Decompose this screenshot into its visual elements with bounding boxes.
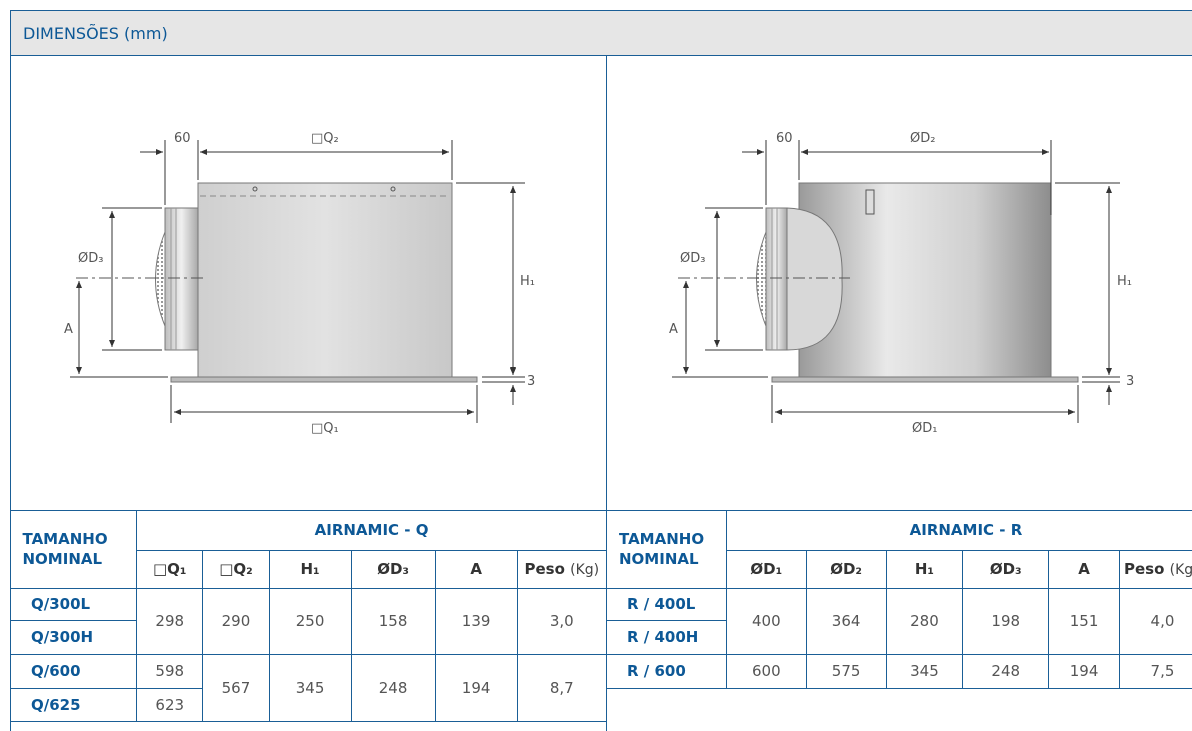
box-screw: [252, 186, 258, 192]
col-header: A: [434, 549, 518, 589]
vertical-divider: [606, 56, 607, 731]
table-airnamic-q: TAMANHO NOMINAL AIRNAMIC - Q □Q₁ □Q₂ H₁ …: [9, 510, 608, 722]
dim-d3: ØD₃: [78, 251, 103, 266]
cell: 575: [805, 653, 887, 689]
col-header: H₁: [885, 549, 964, 589]
col-header: ØD₂: [805, 549, 887, 589]
weight-label: Peso: [524, 560, 565, 578]
content-frame: [10, 55, 1192, 731]
table-row-label: R / 400L: [606, 587, 727, 621]
table-airnamic-r: TAMANHO NOMINAL AIRNAMIC - R ØD₁ ØD₂ H₁ …: [606, 510, 1192, 689]
ceiling-plate: [771, 376, 1079, 383]
dim-3: 3: [527, 374, 535, 389]
plenum-dome: [786, 207, 843, 351]
col-header: A: [1048, 549, 1120, 589]
col-header: H₁: [268, 549, 352, 589]
dim-a: A: [64, 322, 73, 337]
dim-60: 60: [776, 131, 793, 146]
col-header: □Q₂: [202, 549, 270, 589]
cell: 298: [136, 587, 204, 655]
cell: 623: [136, 687, 204, 722]
dim-d1: ØD₁: [912, 421, 937, 436]
cell: 364: [805, 587, 887, 655]
cell: 248: [962, 653, 1050, 689]
model-header: AIRNAMIC - R: [725, 510, 1192, 551]
table-row-label: Q/625: [9, 687, 138, 722]
cell: 250: [268, 587, 352, 655]
cell: 158: [350, 587, 436, 655]
bracket-icon: [865, 189, 875, 215]
cell: 8,7: [516, 653, 608, 722]
model-header: AIRNAMIC - Q: [136, 510, 607, 551]
collar: [164, 207, 199, 351]
size-header-line2: NOMINAL: [619, 549, 699, 568]
dim-3: 3: [1126, 374, 1134, 389]
dim-q2: □Q₂: [311, 131, 339, 146]
cell: 151: [1048, 587, 1120, 655]
size-header-line1: TAMANHO: [22, 529, 108, 548]
size-header: TAMANHO NOMINAL: [606, 510, 727, 589]
col-header: ØD₃: [350, 549, 436, 589]
ceiling-plate: [170, 376, 478, 383]
cell: 194: [1048, 653, 1120, 689]
col-header: ØD₁: [725, 549, 807, 589]
dim-a: A: [669, 322, 678, 337]
cell: 139: [434, 587, 518, 655]
col-header: □Q₁: [136, 549, 204, 589]
cell: 280: [885, 587, 964, 655]
cell: 7,5: [1118, 653, 1192, 689]
table-row-label: Q/300L: [9, 587, 138, 621]
dim-q1: □Q₁: [311, 421, 339, 436]
cell: 598: [136, 653, 204, 689]
dim-h1: H₁: [1117, 274, 1132, 289]
table-row-label: Q/600: [9, 653, 138, 689]
dim-d3: ØD₃: [680, 251, 705, 266]
section-title: DIMENSÕES (mm): [23, 24, 168, 43]
cell: 345: [268, 653, 352, 722]
perforated-face: [756, 231, 767, 327]
cell: 290: [202, 587, 270, 655]
technical-drawings: 60 □Q₂ H₁ ØD₃ A 3 □Q₁: [64, 131, 1134, 436]
drawing-q: 60 □Q₂ H₁ ØD₃ A 3 □Q₁: [64, 131, 535, 436]
drawing-r: 60 ØD₂ H₁ ØD₃ A 3 ØD₁: [669, 131, 1134, 436]
cell: 198: [962, 587, 1050, 655]
dim-h1: H₁: [520, 274, 535, 289]
cell: 400: [725, 587, 807, 655]
cell: 248: [350, 653, 436, 722]
weight-unit: (Kg): [1169, 562, 1192, 578]
size-header: TAMANHO NOMINAL: [10, 510, 138, 589]
table-row-label: Q/300H: [9, 619, 138, 655]
size-header-line1: TAMANHO: [619, 529, 705, 548]
weight-label: Peso: [1123, 560, 1165, 578]
size-header-line2: NOMINAL: [22, 549, 103, 568]
dim-60: 60: [174, 131, 191, 146]
cell: 600: [725, 653, 807, 689]
col-header-weight: Peso (Kg): [516, 549, 608, 589]
perforated-face: [155, 231, 166, 327]
cell: 4,0: [1118, 587, 1192, 655]
cell: 194: [434, 653, 518, 722]
box-screw: [390, 186, 396, 192]
cell: 345: [885, 653, 964, 689]
cell: 567: [202, 653, 270, 722]
table-row-label: R / 400H: [606, 619, 727, 655]
dim-d2: ØD₂: [910, 131, 935, 146]
col-header: ØD₃: [962, 549, 1050, 589]
table-row-label: R / 600: [606, 653, 727, 689]
col-header-weight: Peso (Kg): [1118, 549, 1192, 589]
weight-unit: (Kg): [570, 562, 600, 578]
box-body: [197, 182, 453, 378]
section-header: DIMENSÕES (mm): [10, 10, 1192, 56]
cell: 3,0: [516, 587, 608, 655]
